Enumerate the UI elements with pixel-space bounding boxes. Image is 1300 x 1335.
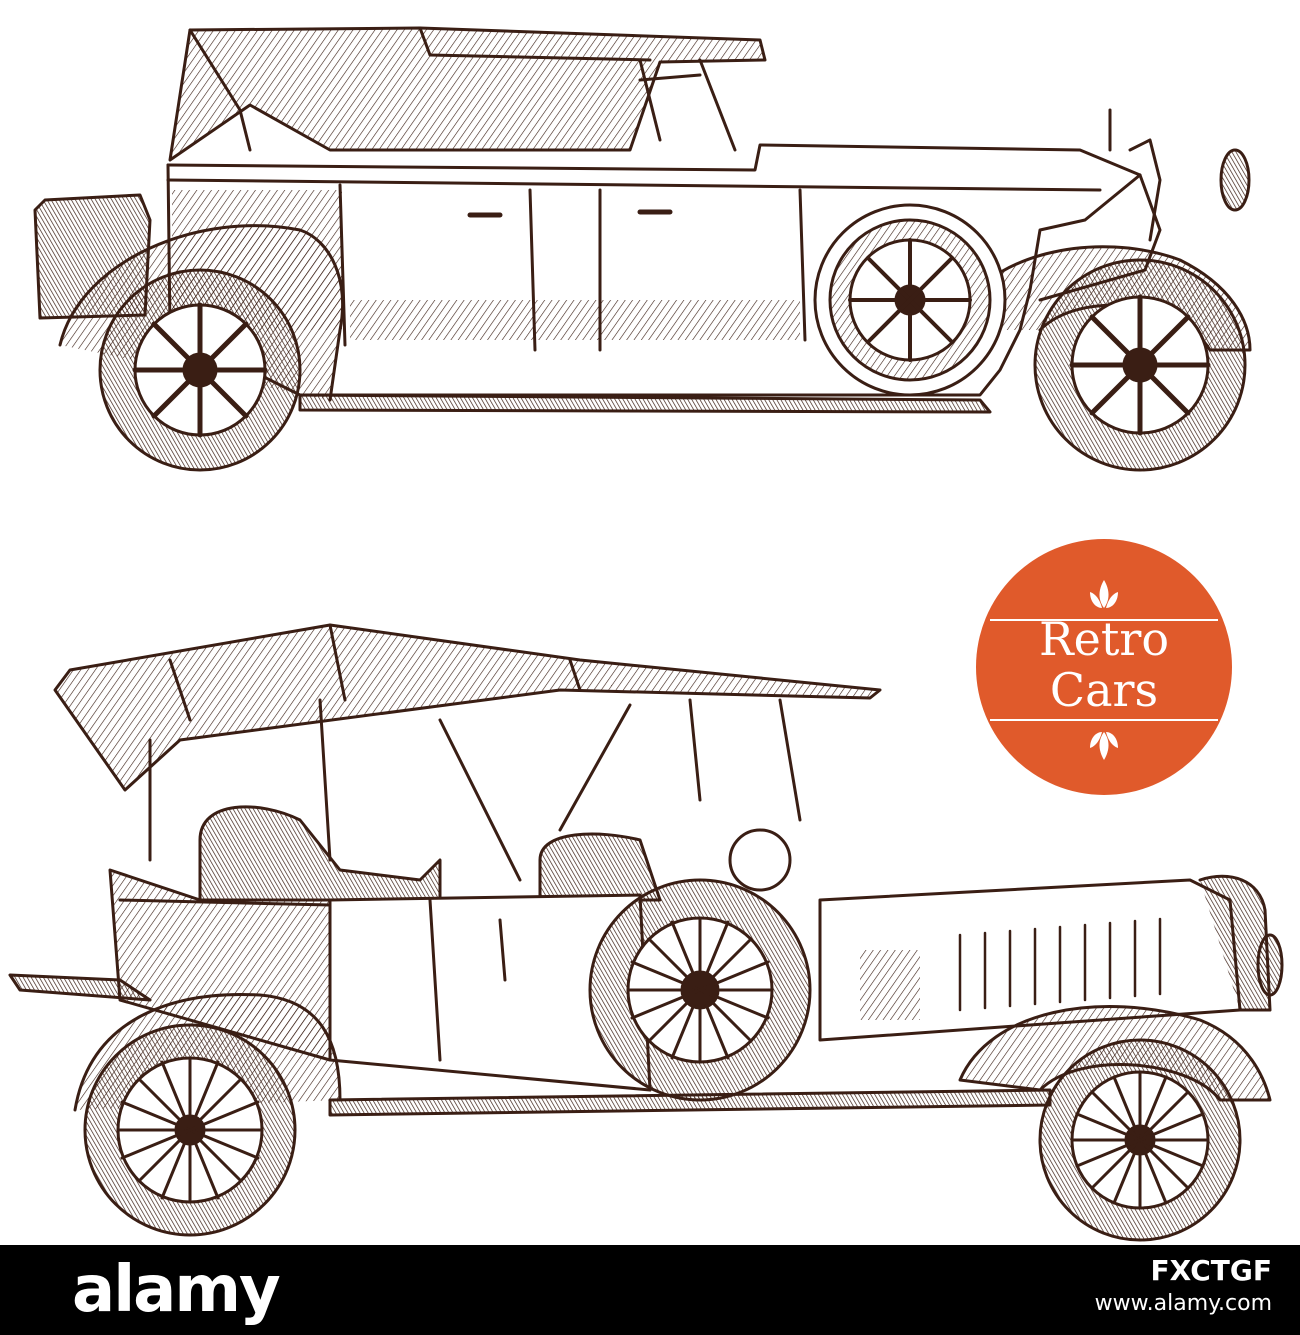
lotus-icon [1090,732,1118,760]
alamy-logo: alamy [72,1253,281,1327]
bottom-car [8,623,1284,1242]
retro-cars-badge: Retro Cars [976,539,1232,795]
badge-title-line1: Retro [1039,612,1169,666]
footer-logo-area: alamy [36,1245,336,1335]
badge-circle [976,539,1232,795]
footer-meta: FXCTGF www.alamy.com [1095,1253,1272,1319]
retro-cars-illustration: Retro Cars [8,26,1284,1242]
lotus-icon [1090,580,1118,608]
stock-footer-bar: alamy FXCTGF www.alamy.com [0,1245,1300,1335]
site-url: www.alamy.com [1094,1291,1272,1316]
badge-title-line2: Cars [1050,663,1158,717]
top-car [33,26,1252,472]
image-id: FXCTGF [1150,1254,1272,1287]
